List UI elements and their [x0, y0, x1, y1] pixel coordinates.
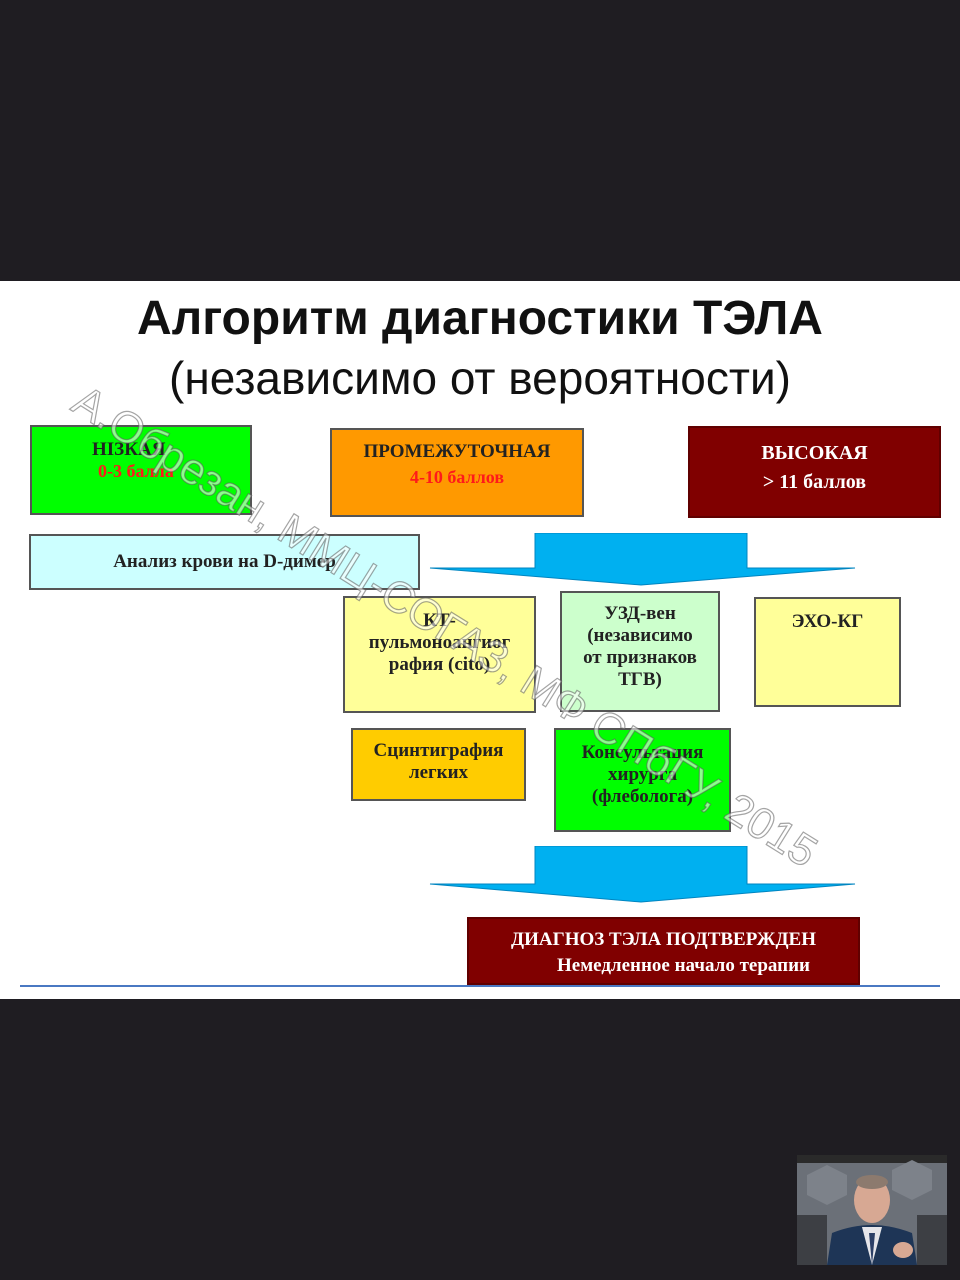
ct-line-3: рафия (cito)	[388, 654, 491, 675]
cons-line-3: (флеболога)	[591, 786, 694, 807]
cons-line-1: Консультация	[581, 742, 704, 763]
usd-line-1: УЗД-вен	[604, 603, 676, 624]
usd-line-4: ТГВ)	[618, 669, 662, 690]
down-arrow-lower	[429, 846, 856, 903]
scint-line-1: Сцинтиграфия	[373, 740, 504, 761]
down-arrow-upper	[429, 533, 856, 586]
d-dimer-box: Анализ крови на D-димер	[29, 534, 420, 590]
cons-line-2: хирурга	[608, 764, 677, 785]
surgeon-consult-box: Консультация хирурга (флеболога)	[554, 728, 731, 832]
d-dimer-label: Анализ крови на D-димер	[113, 551, 336, 572]
low-score: 0-3 балла	[98, 461, 174, 481]
usd-line-3: от признаков	[583, 647, 697, 668]
presenter-video-image	[797, 1155, 947, 1265]
high-score: > 11 баллов	[762, 471, 867, 493]
low-label: НIЗКАЯ	[92, 439, 166, 460]
diagnosis-confirmed-box: ДИАГНОЗ ТЭЛА ПОДТВЕРЖДЕН Немедленное нач…	[467, 917, 860, 985]
mid-label: ПРОМЕЖУТОЧНАЯ	[363, 441, 551, 462]
echo-label: ЭХО-КГ	[791, 611, 864, 632]
intermediate-probability-box: ПРОМЕЖУТОЧНАЯ 4-10 баллов	[330, 428, 584, 517]
mid-score: 4-10 баллов	[409, 467, 505, 487]
diagnosis-line-2: Немедленное начало терапии	[556, 955, 811, 976]
echo-box: ЭХО-КГ	[754, 597, 901, 707]
scintigraphy-box: Сцинтиграфия легких	[351, 728, 526, 801]
low-probability-box: НIЗКАЯ 0-3 балла	[30, 425, 252, 515]
scint-line-2: легких	[408, 762, 469, 783]
ct-line-2: пульмоноангиог	[368, 632, 511, 653]
ct-angiography-box: КТ- пульмоноангиог рафия (cito)	[343, 596, 536, 713]
diagnosis-line-1: ДИАГНОЗ ТЭЛА ПОДТВЕРЖДЕН	[511, 929, 816, 950]
slide-subtitle: (независимо от вероятности)	[169, 352, 791, 404]
slide: Алгоритм диагностики ТЭЛА (независимо от…	[0, 281, 960, 999]
presenter-webcam	[797, 1155, 947, 1265]
vein-ultrasound-box: УЗД-вен (независимо от признаков ТГВ)	[560, 591, 720, 712]
footer-divider	[20, 985, 940, 987]
high-label: ВЫСОКАЯ	[761, 442, 868, 464]
ct-line-1: КТ-	[423, 610, 456, 631]
slide-title: Алгоритм диагностики ТЭЛА	[137, 292, 823, 345]
high-probability-box: ВЫСОКАЯ > 11 баллов	[688, 426, 941, 518]
usd-line-2: (независимо	[587, 625, 693, 646]
